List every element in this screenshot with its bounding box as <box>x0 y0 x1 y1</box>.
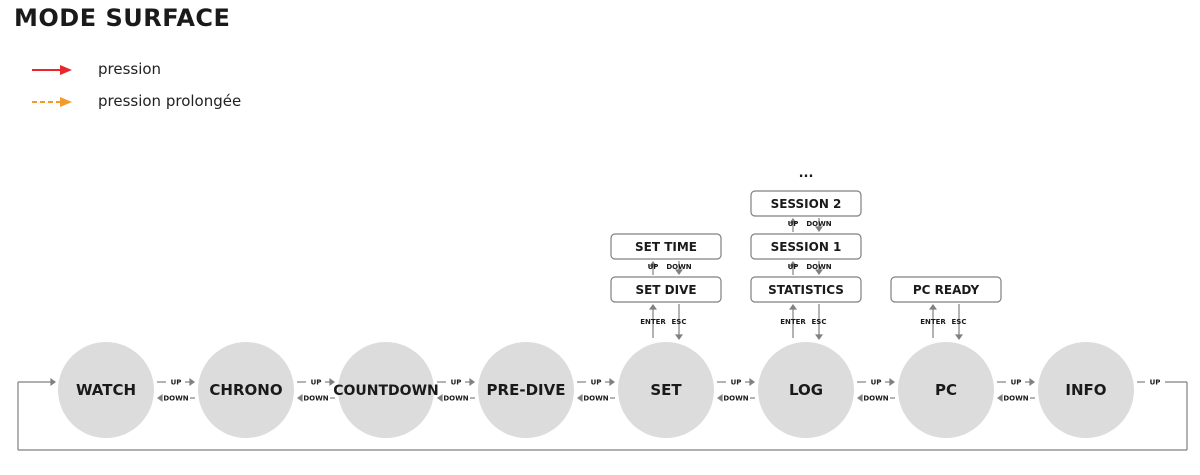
down-link-label: DOWN <box>163 395 188 403</box>
mode-label-pc: PC <box>935 381 957 399</box>
mode-circle-chrono <box>198 342 294 438</box>
down-arrowhead <box>157 394 163 402</box>
mode-circle-pre-dive <box>478 342 574 438</box>
sub-down-arrowhead <box>815 226 823 232</box>
submenu-label-pc-ready: PC READY <box>913 283 980 297</box>
submenu-box-pc-ready <box>890 276 1002 303</box>
up-link-label: UP <box>591 379 602 387</box>
esc-label: ESC <box>672 318 687 326</box>
down-arrowhead <box>577 394 583 402</box>
up-arrowhead <box>329 378 335 386</box>
esc-arrowhead <box>815 334 823 340</box>
sub-down-arrowhead <box>675 269 683 275</box>
sub-down-arrowhead <box>815 269 823 275</box>
mode-label-set: SET <box>650 381 682 399</box>
up-arrowhead <box>189 378 195 386</box>
mode-label-chrono: CHRONO <box>209 381 282 399</box>
down-link-label: DOWN <box>863 395 888 403</box>
sub-up-label: UP <box>648 263 659 271</box>
down-arrowhead <box>437 394 443 402</box>
down-link-label: DOWN <box>583 395 608 403</box>
page-title: MODE SURFACE <box>14 4 231 32</box>
esc-arrowhead <box>955 334 963 340</box>
enter-arrowhead <box>929 304 937 310</box>
sub-up-arrowhead <box>789 218 797 224</box>
mode-circle-countdown <box>338 342 434 438</box>
mode-circle-watch <box>58 342 154 438</box>
submenu-box-session-1 <box>750 233 862 260</box>
up-arrowhead <box>749 378 755 386</box>
submenu-label-set-dive: SET DIVE <box>635 283 696 297</box>
mode-label-watch: WATCH <box>76 381 136 399</box>
esc-label: ESC <box>952 318 967 326</box>
down-link-label: DOWN <box>1003 395 1028 403</box>
mode-circle-pc <box>898 342 994 438</box>
mode-label-pre-dive: PRE-DIVE <box>487 381 566 399</box>
enter-label: ENTER <box>640 318 666 326</box>
more-ellipsis: ... <box>799 166 814 181</box>
legend-long-press <box>30 92 74 112</box>
down-arrowhead <box>997 394 1003 402</box>
enter-label: ENTER <box>920 318 946 326</box>
down-arrowhead <box>857 394 863 402</box>
submenu-label-statistics: STATISTICS <box>768 283 844 297</box>
up-arrowhead <box>1029 378 1035 386</box>
legend-long-press-label: pression prolongée <box>98 92 242 110</box>
submenu-box-set-time <box>610 233 722 260</box>
enter-label: ENTER <box>780 318 806 326</box>
mode-label-countdown: COUNTDOWN <box>333 383 439 399</box>
mode-label-info: INFO <box>1065 381 1106 399</box>
mode-circle-set <box>618 342 714 438</box>
up-link-label: UP <box>451 379 462 387</box>
up-link-label: UP <box>731 379 742 387</box>
down-arrowhead <box>717 394 723 402</box>
loop-arrowhead <box>50 378 56 386</box>
sub-down-label: DOWN <box>666 263 691 271</box>
up-arrowhead <box>609 378 615 386</box>
up-link-label: UP <box>171 379 182 387</box>
enter-arrowhead <box>649 304 657 310</box>
sub-down-label: DOWN <box>806 220 831 228</box>
up-arrowhead <box>889 378 895 386</box>
up-arrowhead <box>469 378 475 386</box>
submenu-label-session-1: SESSION 1 <box>771 240 842 254</box>
up-link-label: UP <box>871 379 882 387</box>
sub-up-arrowhead <box>789 261 797 267</box>
down-link-label: DOWN <box>723 395 748 403</box>
down-link-label: DOWN <box>443 395 468 403</box>
submenu-box-statistics <box>750 276 862 303</box>
sub-up-label: UP <box>788 220 799 228</box>
legend-press <box>30 60 74 80</box>
enter-arrowhead <box>789 304 797 310</box>
down-link-label: DOWN <box>303 395 328 403</box>
up-link-label: UP <box>311 379 322 387</box>
mode-label-log: LOG <box>789 381 823 399</box>
loop-label: UP <box>1150 379 1161 387</box>
up-link-label: UP <box>1011 379 1022 387</box>
sub-up-label: UP <box>788 263 799 271</box>
submenu-box-session-2 <box>750 190 862 217</box>
submenu-box-set-dive <box>610 276 722 303</box>
dashed-arrow-icon <box>32 97 72 107</box>
mode-circle-log <box>758 342 854 438</box>
esc-label: ESC <box>812 318 827 326</box>
submenu-label-session-2: SESSION 2 <box>771 197 842 211</box>
mode-circle-info <box>1038 342 1134 438</box>
legend-press-label: pression <box>98 60 162 78</box>
solid-arrow-icon <box>32 65 72 75</box>
submenu-label-set-time: SET TIME <box>635 240 697 254</box>
down-arrowhead <box>297 394 303 402</box>
sub-down-label: DOWN <box>806 263 831 271</box>
esc-arrowhead <box>675 334 683 340</box>
sub-up-arrowhead <box>649 261 657 267</box>
